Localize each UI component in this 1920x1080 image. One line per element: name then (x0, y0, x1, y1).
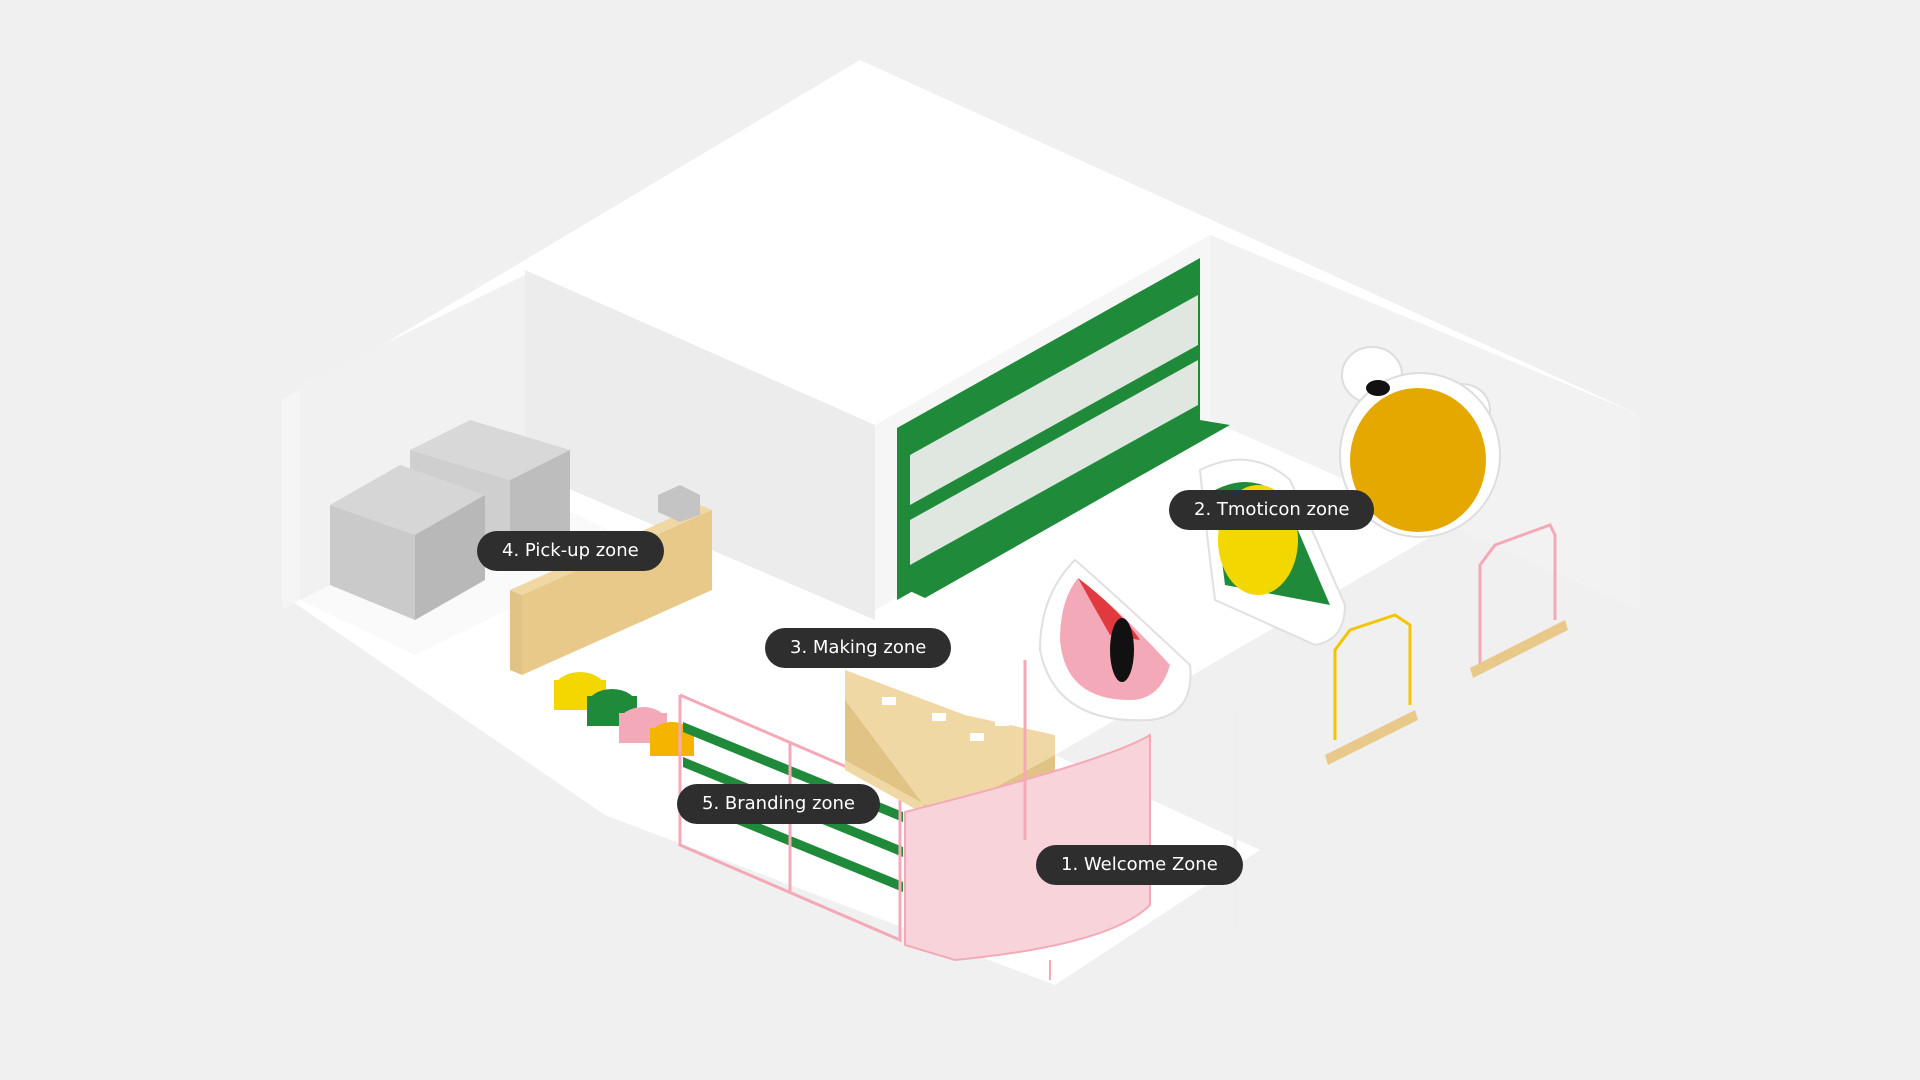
zone-label-branding: 5. Branding zone (677, 784, 881, 824)
bear-head-face (1350, 388, 1486, 532)
pink-gate-base (1470, 620, 1568, 678)
eye-sculpture-pupil (1110, 618, 1134, 682)
zone-label-making: 3. Making zone (765, 628, 952, 668)
zone-label-welcome: 1. Welcome Zone (1036, 845, 1243, 885)
making-table-item-3 (932, 713, 946, 721)
central-block-left-face (525, 270, 875, 620)
making-table-item-4 (955, 698, 969, 706)
welcome-pink-curved-fence (904, 733, 1151, 962)
making-table-item-6 (995, 718, 1009, 726)
green-shelving-rack-1 (910, 295, 1198, 505)
green-shelving-base (897, 420, 1230, 598)
green-shelving-rack-2 (910, 360, 1198, 565)
pink-gate-frame (1478, 523, 1557, 665)
yellow-gate-frame (1333, 613, 1412, 740)
making-table-item-1 (882, 697, 896, 705)
pickup-box-2-right (415, 495, 485, 620)
making-table-item-2 (912, 678, 926, 686)
pickup-box-2-top (330, 465, 485, 535)
yellow-gate-base (1325, 710, 1418, 765)
pickup-box-2-left (330, 505, 415, 620)
pickup-register (658, 485, 700, 522)
making-table-item-5 (970, 733, 984, 741)
pickup-counter-side (522, 510, 712, 675)
central-block-top (525, 75, 1210, 425)
pickup-counter-front (510, 590, 522, 675)
zone-label-tmoticon: 2. Tmoticon zone (1169, 490, 1375, 530)
pickup-box-1-top (410, 420, 570, 480)
bear-ear-inner-left (1366, 380, 1390, 396)
left-boundary-wall (282, 390, 300, 610)
zone-label-pickup: 4. Pick-up zone (477, 531, 664, 571)
